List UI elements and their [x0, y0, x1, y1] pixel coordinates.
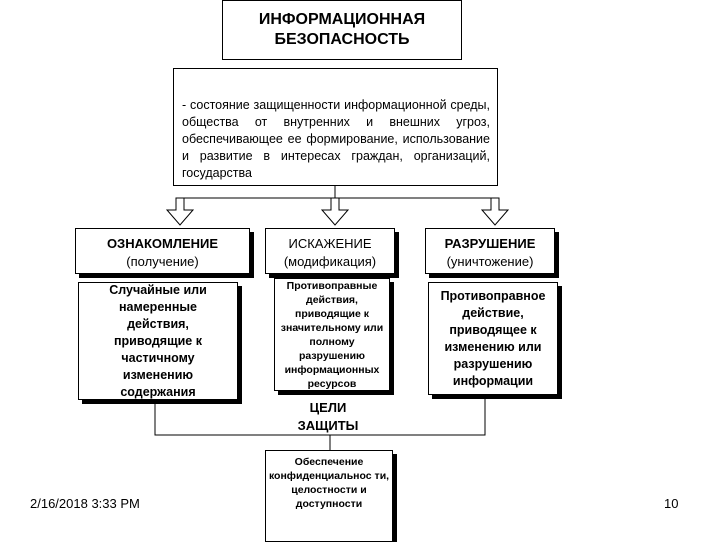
goals-label: ЦЕЛИ ЗАЩИТЫ — [297, 400, 359, 433]
category-sub: (модификация) — [283, 254, 377, 269]
footer-date: 2/16/2018 3:33 PM — [30, 496, 140, 511]
arrow-right — [480, 197, 510, 226]
goals-text: Обеспечение конфиденциальнос ти, целостн… — [268, 456, 390, 510]
category-box-destruction: РАЗРУШЕНИЕ (уничтожение) — [425, 228, 555, 274]
category-name: РАЗРУШЕНИЕ — [444, 236, 536, 251]
definition-box: - состояние защищенности информационной … — [173, 68, 498, 186]
category-sub: (получение) — [126, 254, 199, 269]
definition-text: - состояние защищенности информационной … — [182, 98, 490, 180]
category-box-distortion: ИСКАЖЕНИЕ (модификация) — [265, 228, 395, 274]
description-text: Противоправное действие, приводящее к из… — [440, 288, 546, 388]
description-box-distortion: Противоправные действия, приводящие к зн… — [274, 278, 390, 391]
category-name: ОЗНАКОМЛЕНИЕ — [106, 236, 219, 251]
description-box-destruction: Противоправное действие, приводящее к из… — [428, 282, 558, 395]
description-box-acquaintance: Случайные или намеренные действия, приво… — [78, 282, 238, 400]
description-text: Противоправные действия, приводящие к зн… — [280, 279, 384, 390]
title-box: ИНФОРМАЦИОННАЯ БЕЗОПАСНОСТЬ — [222, 0, 462, 60]
arrow-center — [320, 197, 350, 226]
title-text: ИНФОРМАЦИОННАЯ БЕЗОПАСНОСТЬ — [258, 11, 426, 48]
category-name: ИСКАЖЕНИЕ — [288, 236, 372, 251]
arrow-left — [165, 197, 195, 226]
page-number: 10 — [664, 496, 679, 511]
goals-box: Обеспечение конфиденциальнос ти, целостн… — [265, 450, 393, 542]
category-sub: (уничтожение) — [446, 254, 534, 269]
description-text: Случайные или намеренные действия, приво… — [109, 282, 207, 399]
category-box-acquaintance: ОЗНАКОМЛЕНИЕ (получение) — [75, 228, 250, 274]
